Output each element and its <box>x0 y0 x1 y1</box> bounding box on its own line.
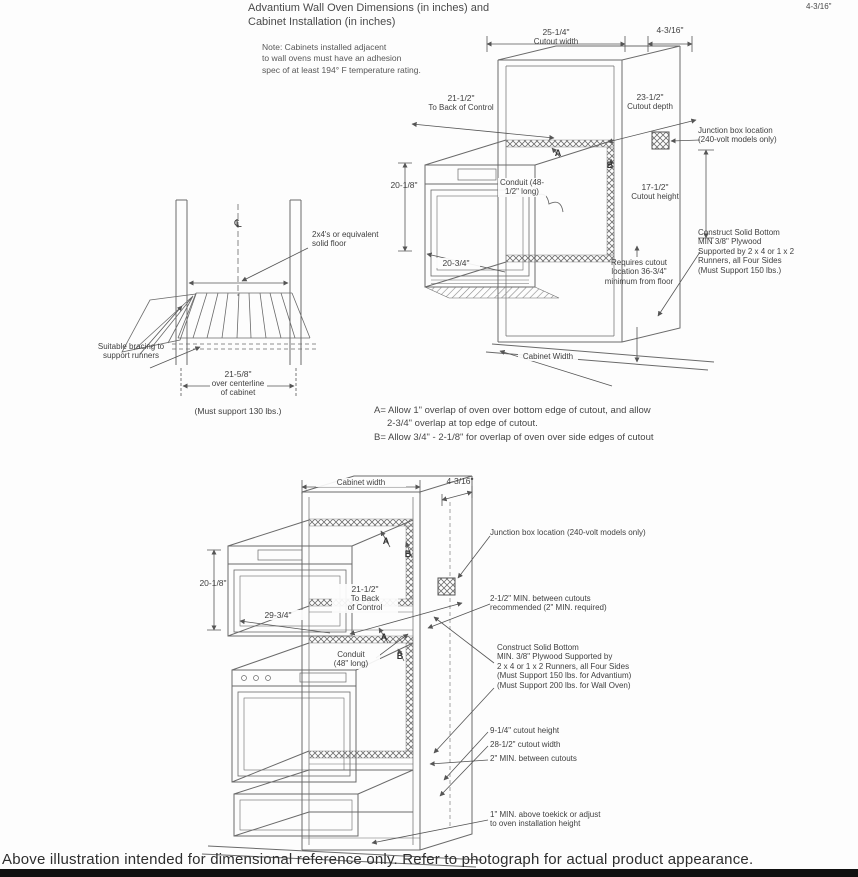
toekick-note-line1: 1" MIN. above toekick or adjust <box>490 810 601 819</box>
bottom-conduit-label-line1: Conduit <box>337 650 365 659</box>
solid-floor-label: 2x4's or equivalent solid floor <box>312 230 379 249</box>
bottom-junction-box-label: Junction box location (240-volt models o… <box>490 528 646 537</box>
bottom-overlap-letter-b1: B <box>404 549 412 559</box>
centerline-dim: 21-5/8" over centerline of cabinet <box>186 369 290 398</box>
bracing-shape <box>121 293 197 353</box>
top-cutout-height-value: 17-1/2" <box>641 182 669 192</box>
bottom-diagram-art <box>201 475 483 868</box>
bottom-solid-bottom-line4: (Must Support 150 lbs. for Advantium) <box>497 671 632 681</box>
between-cutouts-note: 2-1/2" MIN. between cutouts recommended … <box>490 594 720 613</box>
adhesion-note-line2: to wall ovens must have an adhesion <box>262 53 402 64</box>
page-title-line1: Advantium Wall Oven Dimensions (in inche… <box>248 2 490 14</box>
wall-oven-cutout-hatch <box>308 635 414 759</box>
top-diagram-art <box>424 45 715 371</box>
drawer-front <box>233 769 414 837</box>
bottom-solid-bottom-line3: 2 x 4 or 1 x 2 Runners, all Four Sides <box>497 661 630 671</box>
bottom-edge-bar <box>0 869 858 877</box>
overlap-note-a2: 2-3/4" overlap at top edge of cutout. <box>387 418 538 430</box>
top-cutout-depth-label: Cutout depth <box>627 102 673 112</box>
wall-oven-front <box>231 642 414 783</box>
adhesion-note: Note: Cabinets installed adjacent to wal… <box>262 42 421 76</box>
overlap-note-a: A= Allow 1" overlap of oven over bottom … <box>374 405 651 416</box>
page-title: Advantium Wall Oven Dimensions (in inche… <box>248 2 489 30</box>
top-cutout-width-dim: 25-1/4" Cutout width <box>508 27 604 46</box>
bottom-oven-width-dim: 29-3/4" <box>252 610 304 621</box>
top-cutout-width-label: Cutout width <box>533 37 579 47</box>
top-cutout-location-label: Requires cutout location 36-3/4" minimum… <box>604 258 674 286</box>
top-cutout-width-value: 25-1/4" <box>542 27 570 37</box>
between-cutouts-line1: 2-1/2" MIN. between cutouts <box>490 594 591 603</box>
top-back-of-control-dim: 21-1/2" To Back of Control <box>402 93 520 112</box>
bottom-back-of-control-label1: To Back <box>350 594 380 604</box>
edge-text-fragment: 4-3/16" <box>806 2 832 11</box>
top-cutout-height-dim: 17-1/2" Cutout height <box>612 182 698 201</box>
drawer-cutout-width-label: 28-1/2" cutout width <box>490 740 561 749</box>
top-conduit-label: Conduit (48-1/2" long) <box>498 178 546 197</box>
centerline-dim-value: 21-5/8" <box>224 369 252 379</box>
bracing-label: Suitable bracing to support runners <box>97 342 165 361</box>
runner-platform <box>172 292 316 350</box>
bottom-overlap-letter-a2: A <box>380 632 388 642</box>
centerline-dim-label2: of cabinet <box>220 388 256 398</box>
top-front-depth-dim: 20-3/4" <box>432 258 480 269</box>
bottom-oven-height-dim: 20-1/8" <box>199 578 227 588</box>
top-back-of-control-value: 21-1/2" <box>447 93 475 103</box>
left-diagram-art <box>121 199 316 365</box>
bottom-solid-bottom-line5: (Must Support 200 lbs. for Wall Oven) <box>497 680 631 690</box>
top-depth-dim: 4-3/16" <box>656 25 684 35</box>
support-weight-label: (Must support 130 lbs.) <box>194 406 282 416</box>
bottom-cabinet-width-label: Cabinet width <box>316 478 406 488</box>
top-junction-box <box>651 131 670 150</box>
adhesion-note-line1: Note: Cabinets installed adjacent <box>262 42 387 52</box>
bottom-back-of-control-label2: of Control <box>347 603 383 613</box>
bottom-solid-bottom-label: Construct Solid Bottom MIN. 3/8" Plywood… <box>497 643 712 690</box>
top-overlap-letter-b: B <box>606 160 614 170</box>
centerline-symbol: ℄ <box>234 218 242 230</box>
adhesion-note-line3: spec of at least 194° F temperature rati… <box>262 64 421 75</box>
bottom-conduit-label-line2: (48" long) <box>333 659 369 669</box>
footer-disclaimer: Above illustration intended for dimensio… <box>2 851 754 868</box>
top-solid-bottom-label: Construct Solid Bottom MIN 3/8" Plywood … <box>698 228 795 275</box>
top-back-of-control-label: To Back of Control <box>428 103 494 113</box>
min-between-cutouts-label: 2" MIN. between cutouts <box>490 754 577 763</box>
bottom-solid-bottom-line2: MIN. 3/8" Plywood Supported by <box>497 652 613 662</box>
bottom-overlap-letter-b2: B <box>396 651 404 661</box>
overlap-notes: A= Allow 1" overlap of oven over bottom … <box>374 404 774 444</box>
centerline-dim-label1: over centerline <box>211 379 265 389</box>
toekick-note-line2: to oven installation height <box>490 819 581 829</box>
left-diagram-dimensions <box>139 247 309 396</box>
top-diagram-dimensions <box>398 36 714 387</box>
bottom-junction-box <box>437 577 456 596</box>
top-cutout-height-label: Cutout height <box>631 192 679 202</box>
between-cutouts-line2: recommended (2" MIN. required) <box>490 603 607 613</box>
bottom-back-of-control-value: 21-1/2" <box>351 584 379 594</box>
top-cabinet-width-label: Cabinet Width <box>518 352 578 362</box>
top-overlap-letter-a: A <box>554 148 562 158</box>
top-cutout-hatch <box>505 139 615 263</box>
bottom-solid-bottom-line1: Construct Solid Bottom <box>497 643 579 652</box>
top-cutout-depth-dim: 23-1/2" Cutout depth <box>600 92 700 111</box>
top-cutout-depth-value: 23-1/2" <box>636 92 664 102</box>
toekick-note: 1" MIN. above toekick or adjust to oven … <box>490 810 690 829</box>
drawer-cutout-height-label: 9-1/4" cutout height <box>490 726 560 735</box>
top-oven-height-dim: 20-1/8" <box>390 180 418 190</box>
bottom-conduit-label: Conduit (48" long) <box>322 650 380 669</box>
top-junction-box-label: Junction box location (240-volt models o… <box>698 126 777 145</box>
overlap-note-b: B= Allow 3/4" - 2-1/8" for overlap of ov… <box>374 431 654 443</box>
bottom-overlap-letter-a1: A <box>382 536 390 546</box>
bottom-back-of-control-dim: 21-1/2" To Back of Control <box>332 584 398 613</box>
bottom-top-depth-dim: 4-3/16" <box>446 476 474 486</box>
page-title-line2: Cabinet Installation (in inches) <box>248 15 396 28</box>
